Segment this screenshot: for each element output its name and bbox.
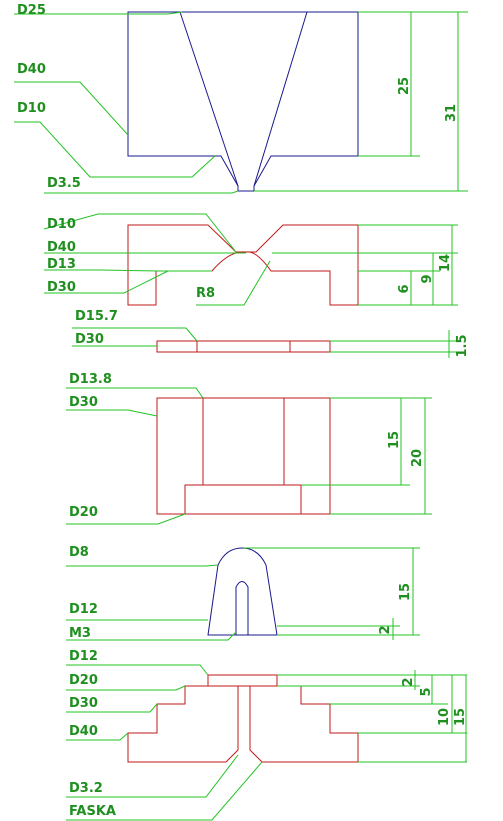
part-2-outline: [127, 224, 359, 306]
dim-20: 20: [410, 449, 425, 467]
dim-14: 14: [438, 254, 453, 272]
dim-5: 5: [419, 687, 434, 696]
part-4-holder: 15 20 D13.8 D30 D20: [66, 372, 432, 525]
dim-9: 9: [420, 274, 435, 283]
dim-15-b: 15: [398, 583, 413, 601]
dim-25: 25: [397, 77, 412, 95]
label-d40-c: D40: [69, 724, 98, 739]
label-d20: D20: [69, 505, 98, 520]
label-m3: M3: [69, 626, 91, 641]
label-d30-b: D30: [47, 280, 76, 295]
label-r8: R8: [196, 286, 215, 301]
dim-10: 10: [437, 708, 452, 726]
part-4-outline: [156, 397, 331, 515]
part-6-base: 2 5 10 15 D12 D20 D30 D40 D3.2 FASKA: [66, 649, 468, 821]
label-d3-5: D3.5: [47, 176, 81, 191]
label-d25: D25: [17, 3, 46, 18]
label-d12-b: D12: [69, 649, 98, 664]
label-d20-b: D20: [69, 673, 98, 688]
part-1-cone-left: [179, 11, 239, 187]
label-d30-e: D30: [69, 696, 98, 711]
part-5-needle: 15 2 D8 D12 M3: [66, 545, 420, 641]
label-d40: D40: [17, 62, 46, 77]
label-d30-c: D30: [75, 332, 104, 347]
dim-6: 6: [397, 284, 412, 293]
dim-2-a: 2: [378, 625, 393, 634]
label-d40-b: D40: [47, 240, 76, 255]
label-faska: FASKA: [69, 804, 116, 819]
label-d8: D8: [69, 545, 89, 560]
label-d10-b: D10: [47, 217, 76, 232]
label-d10: D10: [17, 101, 46, 116]
dim-2-b: 2: [401, 677, 416, 686]
dim-31: 31: [444, 104, 459, 122]
dim-1-5: 1.5: [455, 334, 470, 357]
part-2-die: 14 9 6 D10 D40 D13 D30 R8: [43, 213, 458, 306]
part-6-outline: [127, 674, 359, 763]
label-d12: D12: [69, 602, 98, 617]
label-d30-d: D30: [69, 395, 98, 410]
part-5-outline: [207, 547, 278, 636]
label-d13-8: D13.8: [69, 372, 112, 387]
part-3-washer: 1.5 D15.7 D30: [72, 309, 470, 358]
label-d13: D13: [47, 257, 76, 272]
part-1-funnel-block: 25 31 D25 D40 D10 D3.5: [14, 3, 468, 194]
part-3-outline: [156, 340, 331, 353]
dim-15-a: 15: [387, 431, 402, 449]
label-d15-7: D15.7: [75, 309, 118, 324]
dim-15-c: 15: [453, 708, 468, 726]
part-1-cone-right: [253, 11, 308, 187]
part-1-outline: [127, 11, 359, 192]
label-d3-2: D3.2: [69, 781, 103, 796]
